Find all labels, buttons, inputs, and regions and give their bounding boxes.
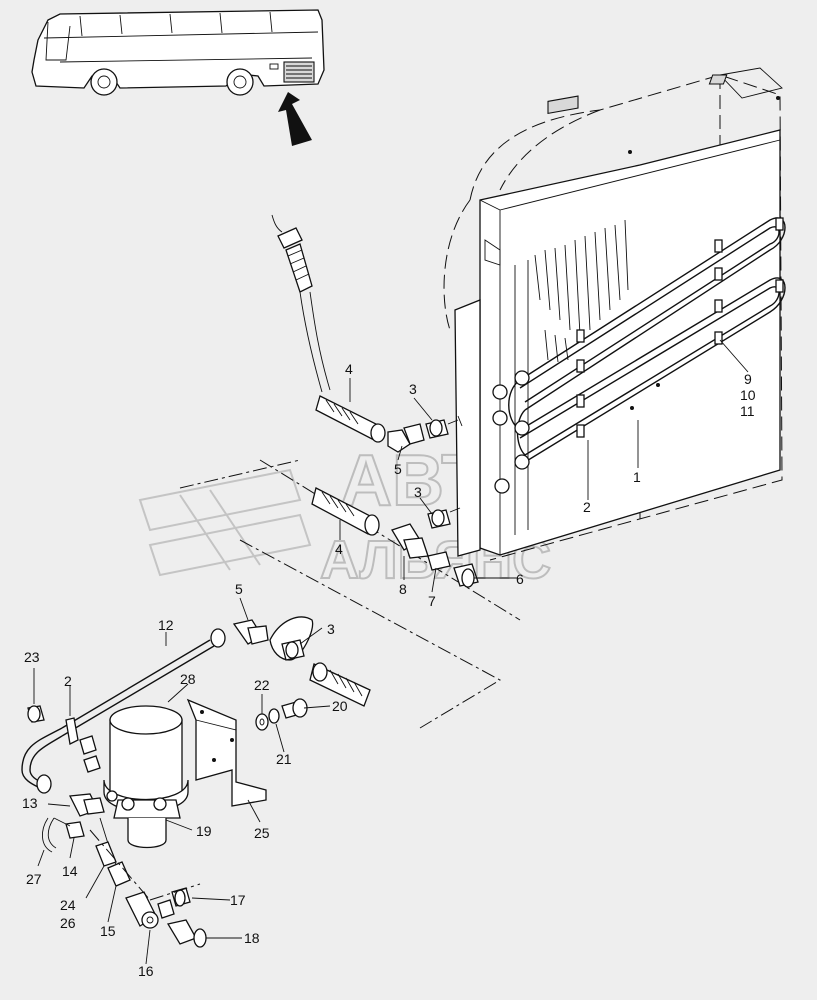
callout-1: 1 [633, 469, 641, 485]
callout-8: 8 [399, 581, 407, 597]
pipe-coil [508, 217, 786, 463]
callout-27: 27 [26, 871, 42, 887]
radiator-assembly [443, 67, 786, 561]
callout-24: 24 [60, 897, 76, 913]
upper-line [259, 395, 521, 621]
lower-line [21, 616, 371, 794]
callout-12: 12 [158, 617, 174, 633]
valve-assembly [89, 817, 207, 948]
radiator-fins [534, 219, 629, 363]
callout-4: 4 [335, 541, 343, 557]
pointer-arrow-icon [278, 92, 312, 146]
callout-20: 20 [332, 698, 348, 714]
callout-3: 3 [414, 484, 422, 500]
callout-10: 10 [740, 387, 756, 403]
callout-11: 11 [740, 403, 755, 419]
callout-numbers: 1 2 2 3 3 3 4 4 5 5 6 7 8 9 10 11 12 13 … [22, 361, 756, 979]
callout-28: 28 [180, 671, 196, 687]
callout-3: 3 [409, 381, 417, 397]
air-dryer [79, 705, 189, 849]
callout-16: 16 [138, 963, 154, 979]
watermark-logo-icon [138, 468, 312, 577]
callout-13: 13 [22, 795, 38, 811]
bus-location-icon [31, 9, 325, 146]
callout-4: 4 [345, 361, 353, 377]
callout-26: 26 [60, 915, 76, 931]
callout-14: 14 [62, 863, 78, 879]
callout-3: 3 [327, 621, 335, 637]
callout-19: 19 [196, 823, 212, 839]
bracket [186, 698, 267, 807]
callout-2: 2 [64, 673, 72, 689]
callout-22: 22 [254, 677, 270, 693]
callout-25: 25 [254, 825, 270, 841]
leader-lines [33, 339, 749, 965]
left-fittings [27, 705, 105, 853]
callout-6: 6 [516, 571, 524, 587]
callout-5: 5 [235, 581, 243, 597]
callout-21: 21 [276, 751, 292, 767]
callout-18: 18 [244, 930, 260, 946]
middle-line [179, 459, 502, 729]
callout-23: 23 [24, 649, 40, 665]
callout-5: 5 [394, 461, 402, 477]
callout-17: 17 [230, 892, 246, 908]
callout-2: 2 [583, 499, 591, 515]
hose-upper [271, 214, 331, 393]
callout-15: 15 [100, 923, 116, 939]
callout-9: 9 [744, 371, 752, 387]
callout-7: 7 [428, 593, 436, 609]
bolt-washer-set [255, 698, 308, 731]
